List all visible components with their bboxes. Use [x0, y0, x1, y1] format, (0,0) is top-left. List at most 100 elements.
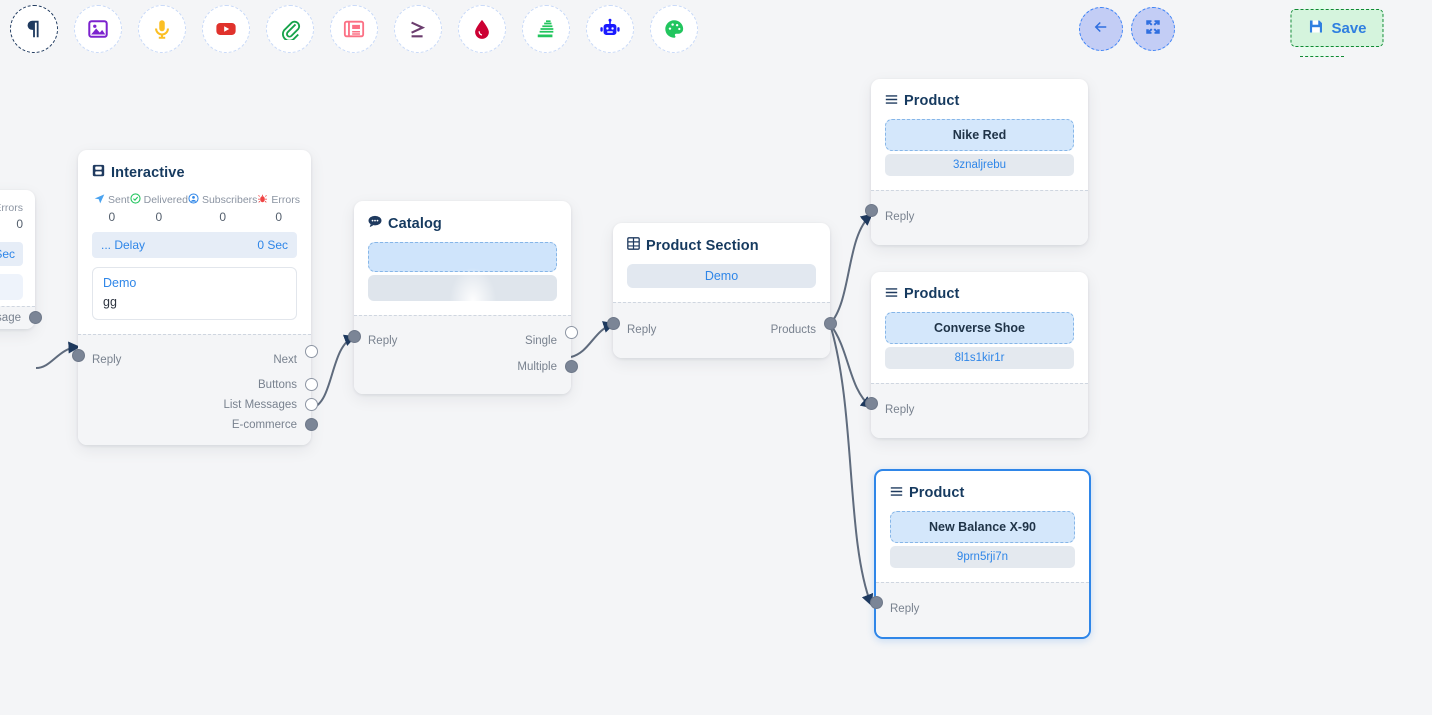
message-title: Demo [103, 276, 137, 290]
paragraph-icon [23, 18, 45, 40]
interactive-in-handle[interactable] [71, 349, 85, 362]
interactive-out-handle-list-messages[interactable] [304, 398, 318, 411]
product-2-name[interactable]: Converse Shoe [885, 312, 1074, 344]
stat-errors: Errors 0 [257, 193, 300, 224]
node-catalog[interactable]: Catalog Reply Single Multiple [347, 201, 578, 394]
node-catalog-header: Catalog [354, 201, 571, 238]
news-icon-button[interactable] [330, 5, 378, 53]
product-1-name[interactable]: Nike Red [885, 119, 1074, 151]
paperclip-icon-button[interactable] [266, 5, 314, 53]
partial-out-handle[interactable] [28, 311, 42, 324]
stat-subscribers-label: Subscribers [201, 194, 258, 206]
stat-errors-label: Errors [271, 194, 301, 206]
stat-sent: Sent 0 [94, 193, 130, 224]
partial-delay-bar: Sec [0, 242, 23, 266]
edge-section-to-product-2 [829, 323, 873, 409]
stack-icon [535, 18, 557, 40]
product-2-in-port-label: Reply [885, 404, 915, 416]
interactive-out-handle-ecommerce[interactable] [304, 418, 318, 431]
product-2-ports: Reply [864, 383, 1088, 438]
product-section-ports: Reply Products [606, 302, 837, 358]
node-product-1[interactable]: Product Nike Red 3znaljrebu Reply [864, 79, 1088, 245]
partial-errors-label: Errors [0, 202, 23, 214]
droplet-icon-button[interactable] [458, 5, 506, 53]
image-icon [87, 18, 109, 40]
catalog-placeholder-secondary[interactable] [368, 275, 557, 301]
node-partial-offscreen[interactable]: Errors 0 Sec essage [0, 190, 42, 329]
node-product-section-title: Product Section [646, 237, 759, 254]
product-section-demo-chip[interactable]: Demo [627, 264, 816, 288]
interactive-icon [92, 164, 105, 181]
interactive-message-box[interactable]: Demo gg [92, 267, 297, 320]
palette-icon-button[interactable] [650, 5, 698, 53]
catalog-out-handle-multiple[interactable] [564, 360, 578, 373]
product-1-ports: Reply [864, 190, 1088, 245]
interactive-in-port-label: Reply [92, 354, 122, 366]
greater-than-equal-icon-button[interactable] [394, 5, 442, 53]
node-product-1-header: Product [871, 79, 1088, 115]
edge-section-to-product-3 [829, 323, 874, 607]
product-3-in-port-label: Reply [890, 603, 920, 615]
product-section-out-handle-products[interactable] [823, 317, 837, 330]
product-3-name[interactable]: New Balance X-90 [890, 511, 1075, 543]
product-section-in-port-label: Reply [627, 324, 657, 336]
save-icon [1307, 18, 1324, 39]
delay-label: ... Delay [101, 238, 146, 252]
stat-delivered-value: 0 [155, 210, 163, 224]
back-button[interactable] [1079, 7, 1123, 51]
fit-view-button[interactable] [1131, 7, 1175, 51]
stat-subscribers-value: 0 [219, 210, 227, 224]
product-3-in-handle[interactable] [869, 596, 883, 609]
delay-value: 0 Sec [257, 238, 288, 252]
stat-sent-label: Sent [108, 194, 130, 206]
stat-errors-value: 0 [275, 210, 283, 224]
microphone-icon [151, 18, 173, 40]
catalog-placeholder-primary[interactable] [368, 242, 557, 272]
message-text: gg [103, 295, 117, 309]
image-icon-button[interactable] [74, 5, 122, 53]
interactive-out-handle-next[interactable] [304, 345, 318, 358]
product-2-in-handle[interactable] [864, 397, 878, 410]
paragraph-icon-button[interactable] [10, 5, 58, 53]
stat-delivered: Delivered 0 [130, 193, 188, 224]
grid-icon [627, 237, 640, 254]
youtube-icon-button[interactable] [202, 5, 250, 53]
node-product-3[interactable]: Product New Balance X-90 9prn5rji7n Repl… [869, 469, 1091, 639]
product-1-id[interactable]: 3znaljrebu [885, 154, 1074, 176]
catalog-out-handle-single[interactable] [564, 326, 578, 339]
node-catalog-title: Catalog [388, 215, 442, 232]
interactive-ports: Reply Next Buttons List Messages E-comme… [71, 334, 318, 445]
product-2-id[interactable]: 8l1s1kir1r [885, 347, 1074, 369]
node-product-section[interactable]: Product Section Demo Reply Products [606, 223, 837, 358]
catalog-out-port-label-0: Single [525, 335, 557, 347]
robot-icon-button[interactable] [586, 5, 634, 53]
node-product-2[interactable]: Product Converse Shoe 8l1s1kir1r Reply [864, 272, 1088, 438]
product-1-in-handle[interactable] [864, 204, 878, 217]
list-icon [885, 93, 898, 109]
product-3-id[interactable]: 9prn5rji7n [890, 546, 1075, 568]
product-3-ports: Reply [869, 582, 1089, 637]
save-button[interactable]: Save [1290, 9, 1384, 47]
interactive-out-handle-buttons[interactable] [304, 378, 318, 391]
node-product-3-title: Product [909, 485, 965, 501]
bug-icon [257, 193, 268, 207]
interactive-delay-bar[interactable]: ... Delay 0 Sec [92, 232, 297, 258]
microphone-icon-button[interactable] [138, 5, 186, 53]
interactive-out-port-label-3: E-commerce [231, 419, 297, 431]
node-interactive[interactable]: Interactive Sent 0 [71, 150, 318, 445]
stack-icon-button[interactable] [522, 5, 570, 53]
greater-than-equal-icon [407, 18, 429, 40]
list-icon [890, 485, 903, 501]
youtube-icon [215, 18, 237, 40]
node-product-3-header: Product [876, 471, 1089, 507]
product-section-in-handle[interactable] [606, 317, 620, 330]
interactive-out-port-label-0: Next [273, 354, 297, 366]
catalog-out-port-label-1: Multiple [517, 361, 557, 373]
save-button-label: Save [1331, 19, 1367, 37]
catalog-in-handle[interactable] [347, 330, 361, 343]
list-icon [885, 286, 898, 302]
paperclip-icon [279, 18, 301, 40]
node-product-2-header: Product [871, 272, 1088, 308]
arrow-left-icon [1092, 18, 1110, 41]
